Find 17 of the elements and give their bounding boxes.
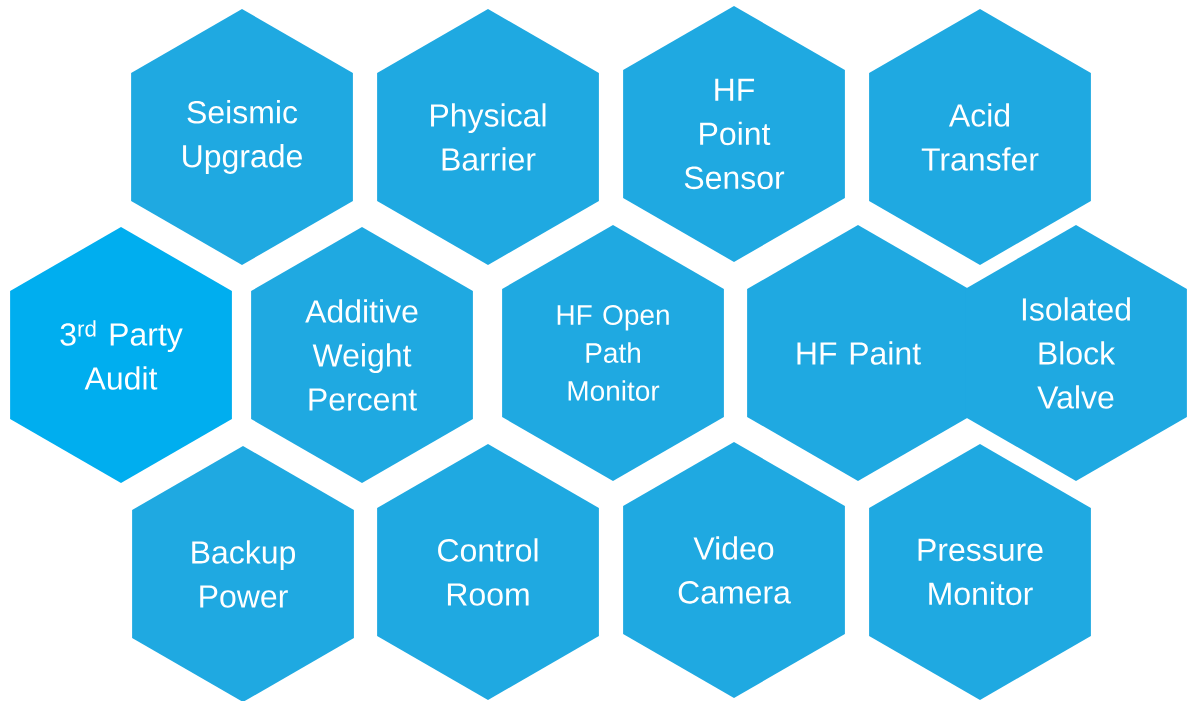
hexagon-tile: Seismic Upgrade (131, 9, 353, 265)
hexagon-tile: Video Camera (623, 442, 845, 698)
hexagon-tile: Acid Transfer (869, 9, 1091, 265)
hexagon-tile: Pressure Monitor (869, 444, 1091, 700)
hexagon-tile: HF Paint (747, 225, 969, 481)
hexagon-tile: Control Room (377, 444, 599, 700)
node-label: HF Paint (797, 341, 921, 365)
node-label: Acid Transfer (921, 103, 1039, 171)
node-label: Isolated Block Valve (1022, 297, 1130, 409)
hexagon-tile: Isolated Block Valve (965, 225, 1187, 481)
node-label: Pressure Monitor (918, 538, 1043, 606)
hexagon-tile: HF Point Sensor (623, 6, 845, 262)
hexagon-tile: Physical Barrier (377, 9, 599, 265)
hexagon-tile: Backup Power (132, 446, 354, 701)
hexagon-tile: 3$^{rd}$ Party Audit (10, 227, 232, 483)
hexagon-tile: Additive Weight Percent (251, 227, 473, 483)
hexagon-tile: HF Open Path Monitor (502, 225, 724, 481)
